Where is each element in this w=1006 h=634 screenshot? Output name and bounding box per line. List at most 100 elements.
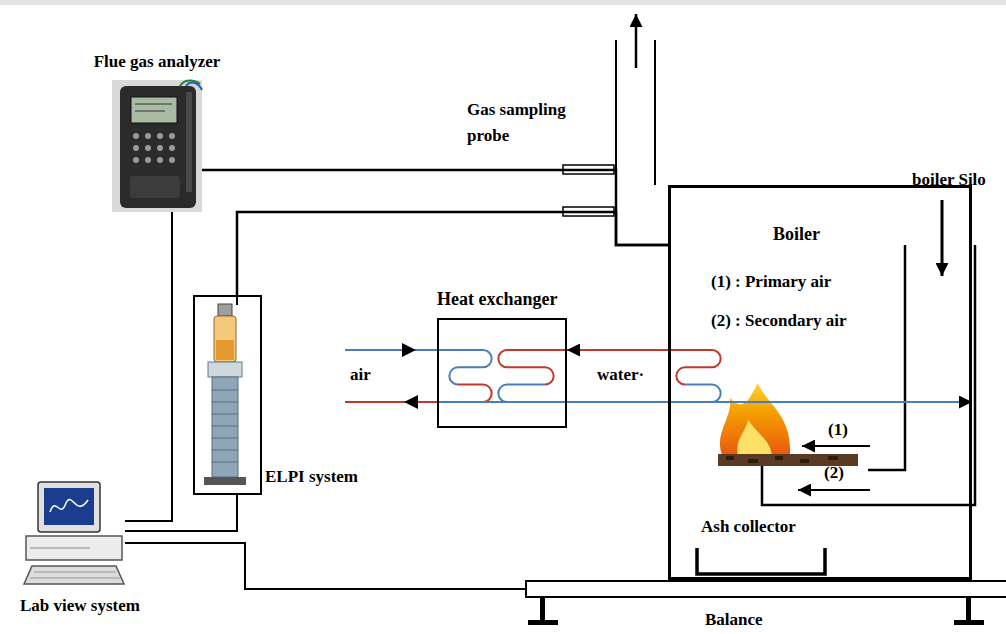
flue-gas-analyzer-photo-part [135,104,172,105]
signal-wire [125,212,172,521]
air-lines-part [402,343,416,357]
computer-part [50,499,88,512]
balance-feet-part [540,598,545,622]
flue-gas-analyzer-photo-part [135,111,165,112]
air-arrows-part [798,489,870,491]
boiler-box: Boiler(1) : Primary air(2) : Secondary a… [668,185,972,580]
elpi-device-part-part [212,426,238,427]
flue-gas-analyzer-photo-part-part [169,157,175,163]
computer-part [24,566,124,584]
boiler-silo-part [941,200,944,276]
grate-part-part [726,456,734,460]
elpi-device [204,295,246,485]
flue-gas-analyzer-photo-part-part [133,157,139,163]
analyzer-photo: Flue gas analyzer [112,80,202,212]
balance-feet-part [966,598,971,622]
elpi-device-part [212,390,238,462]
balance-feet-part [528,620,558,625]
air-arrows-part [802,445,870,447]
probe-label: Gas sampling probe [467,97,589,150]
node-heading: Lab view system [20,596,140,616]
elpi-device-part [214,316,236,362]
flue-gas-analyzer-photo-part-part [169,133,175,139]
air-lines [345,343,492,409]
heat-exchanger-box: Heat exchanger [437,318,567,428]
frame-strip [0,0,1006,5]
boiler-coil-part [671,350,721,385]
node-heading: Boiler [773,224,820,246]
elpi-device-part [212,377,238,477]
flue-gas-analyzer-photo-part-part [145,133,151,139]
grate-part-part [828,456,838,460]
node-heading: ELPI system [265,467,358,487]
node-text: (2) : Secondary air [711,311,847,331]
balance-platform: Balance [525,580,1006,598]
node-heading: Ash collector [701,517,796,537]
flue-gas-analyzer-photo-part [186,83,202,90]
flue-gas-analyzer-photo-part-part [157,157,163,163]
silo-label: boiler Silo [912,170,986,190]
water-pipe [567,349,668,351]
computer-part [38,482,100,532]
grate-part-part [800,459,809,463]
flue-gas-analyzer-photo-part-part [145,145,151,151]
boiler-coil [671,350,721,402]
grate-part-part [775,456,783,460]
computer-part [44,488,94,525]
water-coil-part [498,385,567,402]
computer-part-part [30,578,120,579]
air-lines-part [345,385,492,402]
lab-view-computer: Lab view system [20,478,125,590]
boiler-coil-part [671,385,721,402]
signal-wire [237,212,668,295]
gas-sampling-probe [563,165,614,216]
ash-tray [695,547,829,577]
elpi-device-part [208,362,242,377]
flue-gas-analyzer-photo-part-part [133,133,139,139]
water-coil [498,350,567,402]
callout-number: (1) [828,420,848,440]
elpi-device-part-part [212,462,238,463]
flue-gas-analyzer-photo-part-part [157,145,163,151]
computer-part [26,536,122,560]
flame [720,383,790,455]
air-lines-part [345,350,492,385]
flue-gas-analyzer-photo-part [130,176,180,198]
computer-part [30,572,120,578]
computer [24,482,124,584]
node-heading: Flue gas analyzer [94,52,221,72]
ash-collector: Ash collector [695,517,835,577]
flue-gas-analyzer-photo-part-part [145,157,151,163]
flue-gas-analyzer-photo-part [186,92,192,192]
water-label: water· [597,365,644,385]
node-heading: Heat exchanger [437,289,557,311]
air-label: air [350,365,371,385]
elpi-device-part-part [212,438,238,439]
flue-gas-analyzer-photo-part-part [157,133,163,139]
flue-gas-analyzer-photo-part [120,86,196,208]
flue-gas-analyzer-photo-part-part [169,145,175,151]
balance-feet-part [954,620,984,625]
air-arrows [798,446,870,490]
flame-part [720,383,790,455]
signal-wire [125,543,525,589]
elpi-device-part [204,477,246,485]
signal-wire [125,495,237,531]
flue-gas-analyzer-photo [112,80,202,212]
computer-part-part [34,572,116,573]
flame-part [737,420,772,455]
elpi-device-part [218,304,232,316]
ash-tray-outline [697,548,825,574]
boiler-silo-part [868,245,905,470]
chimney [616,14,655,185]
flue-gas-analyzer-photo-part [133,133,175,163]
node-heading: Balance [705,610,763,630]
elpi-box: ELPI system [193,295,262,495]
elpi-device-part [216,340,234,360]
flue-gas-analyzer-photo-part-part [133,145,139,151]
chimney-part [635,14,638,68]
